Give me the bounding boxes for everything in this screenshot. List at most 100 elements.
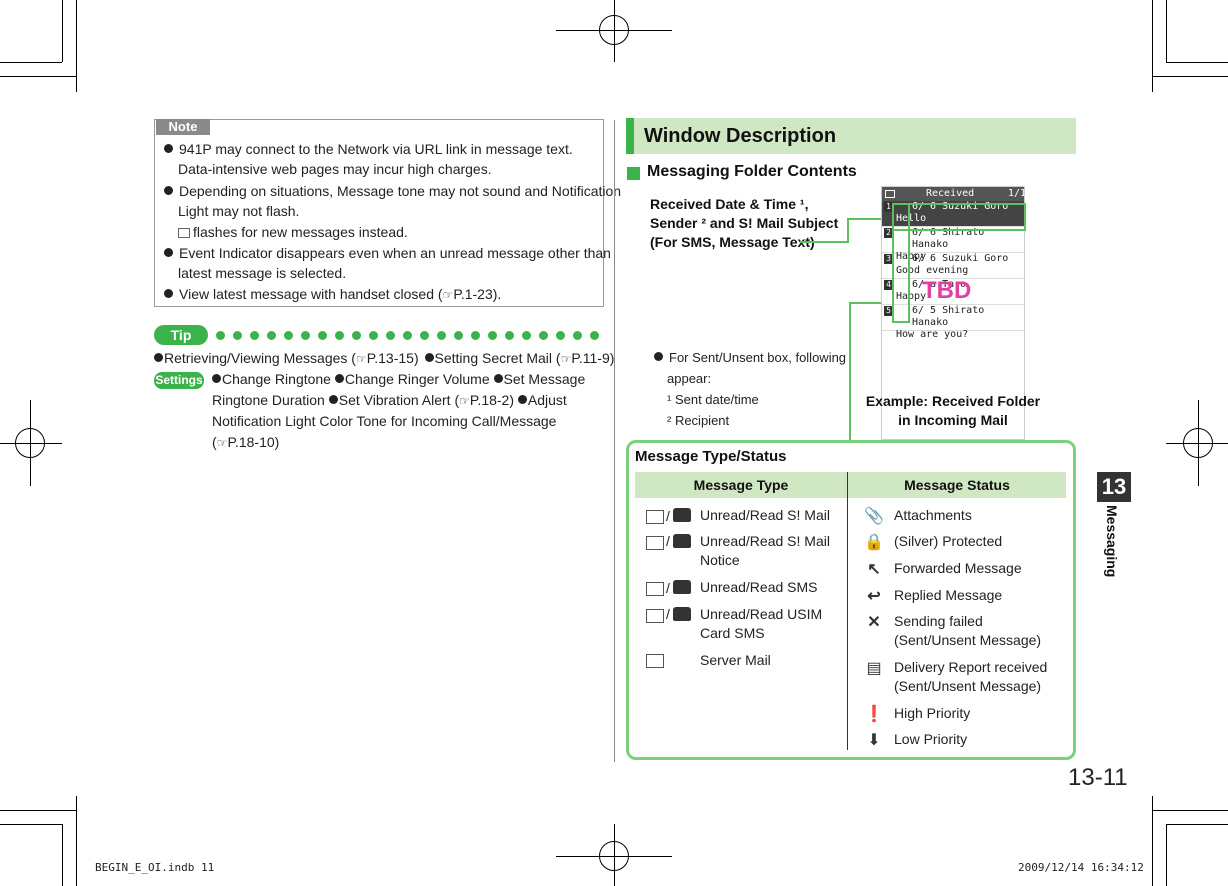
crop-mark bbox=[614, 0, 615, 62]
callout-text: Received Date & Time ¹, Sender ² and S! … bbox=[650, 196, 839, 250]
note-item: View latest message with handset closed … bbox=[164, 284, 501, 305]
dot-divider bbox=[488, 331, 497, 340]
note-label: Note bbox=[156, 119, 210, 135]
crop-mark bbox=[0, 810, 76, 811]
note-item: Light may not flash. bbox=[178, 203, 300, 219]
status-label: High Priority bbox=[894, 705, 971, 721]
crop-mark bbox=[0, 443, 62, 444]
status-label: Low Priority bbox=[894, 731, 968, 747]
section-title: Window Description bbox=[626, 118, 1076, 154]
crop-mark bbox=[1166, 0, 1167, 62]
dot-divider bbox=[250, 331, 259, 340]
tip-line: (☞P.18-10) bbox=[212, 432, 279, 454]
dot-divider bbox=[505, 331, 514, 340]
connector-line bbox=[849, 302, 893, 304]
dot-divider bbox=[369, 331, 378, 340]
column-header-type: Message Type bbox=[635, 472, 847, 498]
low-priority-icon: ⬇ bbox=[867, 732, 881, 749]
pointing-hand-icon: ☞ bbox=[442, 288, 454, 302]
dot-divider bbox=[437, 331, 446, 340]
pointing-hand-icon: ☞ bbox=[560, 352, 572, 366]
connector-line bbox=[849, 302, 851, 440]
dot-divider bbox=[539, 331, 548, 340]
crop-mark bbox=[1166, 824, 1167, 886]
dot-divider bbox=[573, 331, 582, 340]
reply-arrow-icon: ↩ bbox=[867, 588, 881, 605]
unread-usim-sms-icon bbox=[646, 609, 664, 623]
x-icon: ✕ bbox=[867, 614, 881, 631]
slash: / bbox=[666, 508, 670, 524]
server-mail-icon bbox=[646, 654, 664, 668]
dot-divider bbox=[420, 331, 429, 340]
example-caption: Example: Received Folder in Incoming Mai… bbox=[865, 393, 1041, 428]
pointing-hand-icon: ☞ bbox=[355, 352, 367, 366]
note-item: 941P may connect to the Network via URL … bbox=[164, 139, 573, 159]
crop-mark bbox=[1166, 443, 1228, 444]
chapter-number: 13 bbox=[1097, 472, 1131, 502]
dot-divider bbox=[403, 331, 412, 340]
pointing-hand-icon: ☞ bbox=[459, 394, 470, 408]
screen-header: Received 1/1 bbox=[882, 187, 1026, 201]
note-box bbox=[154, 119, 604, 307]
settings-label: Settings bbox=[154, 372, 204, 389]
note-item: flashes for new messages instead. bbox=[178, 222, 408, 242]
tip-line: Notification Light Color Tone for Incomi… bbox=[212, 413, 557, 429]
read-smail-icon bbox=[673, 508, 691, 522]
crop-mark bbox=[76, 0, 77, 92]
paperclip-icon: 📎 bbox=[864, 508, 884, 525]
square-bullet-icon bbox=[627, 167, 640, 180]
note-item: Event Indicator disappears even when an … bbox=[164, 243, 611, 263]
connector-line bbox=[847, 218, 893, 220]
pointing-hand-icon: ☞ bbox=[216, 436, 228, 450]
connector-line bbox=[800, 241, 848, 243]
tip-line: Retrieving/Viewing Messages (☞P.13-15) S… bbox=[154, 348, 614, 370]
type-label: Server Mail bbox=[700, 652, 771, 668]
connector-line bbox=[847, 218, 849, 243]
unread-smail-notice-icon bbox=[646, 536, 664, 550]
crop-mark bbox=[1152, 0, 1153, 92]
dot-divider bbox=[267, 331, 276, 340]
column-divider bbox=[847, 472, 848, 750]
note-item: Data-intensive web pages may incur high … bbox=[178, 161, 492, 177]
dot-divider bbox=[522, 331, 531, 340]
crop-mark bbox=[0, 76, 76, 77]
tip-label: Tip bbox=[154, 325, 208, 345]
unread-sms-icon bbox=[646, 582, 664, 596]
high-priority-icon: ❗ bbox=[864, 706, 884, 723]
crop-mark bbox=[30, 400, 31, 486]
mail-folder-icon bbox=[885, 190, 895, 198]
highlight-text-column bbox=[893, 203, 1026, 231]
crop-mark bbox=[1152, 810, 1228, 811]
crop-mark bbox=[614, 824, 615, 886]
dot-divider bbox=[556, 331, 565, 340]
page-number: 13-11 bbox=[1068, 764, 1128, 791]
status-label: (Silver) Protected bbox=[894, 533, 1003, 549]
box-title: Message Type/Status bbox=[635, 448, 787, 465]
slash: / bbox=[666, 606, 670, 622]
status-label: Sending failed(Sent/Unsent Message) bbox=[894, 613, 1042, 648]
screen-title: Received bbox=[926, 188, 975, 199]
slash: / bbox=[666, 533, 670, 549]
dot-divider bbox=[386, 331, 395, 340]
status-label: Replied Message bbox=[894, 587, 1003, 603]
chapter-name: Messaging bbox=[1104, 505, 1120, 578]
report-icon: ▤ bbox=[866, 660, 882, 677]
footer-file: BEGIN_E_OI.indb 11 bbox=[95, 861, 215, 874]
footer-timestamp: 2009/12/14 16:34:12 bbox=[1018, 861, 1144, 874]
read-sms-icon bbox=[673, 580, 691, 594]
crop-mark bbox=[1198, 400, 1199, 486]
read-usim-sms-icon bbox=[673, 607, 691, 621]
crop-mark bbox=[62, 0, 63, 62]
dot-divider bbox=[318, 331, 327, 340]
dot-divider bbox=[590, 331, 599, 340]
sent-note: For Sent/Unsent box, following appear: ¹… bbox=[654, 347, 846, 431]
dot-divider bbox=[216, 331, 225, 340]
